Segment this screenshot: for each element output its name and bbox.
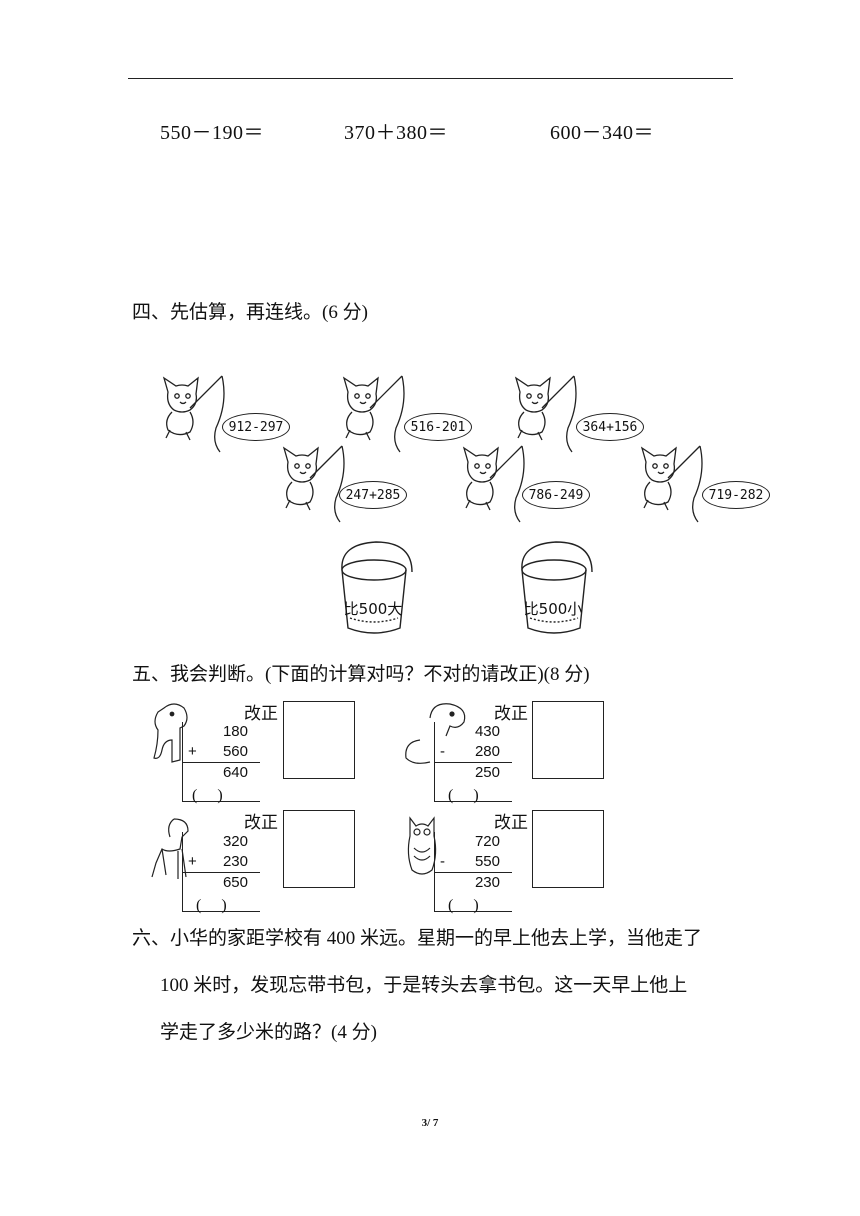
bucket-greater[interactable]: 比500大 bbox=[336, 540, 422, 638]
calc-result: 640 bbox=[182, 762, 260, 783]
calc-problem-2: 430 - 280 250 bbox=[434, 722, 512, 802]
section-4-title: 四、先估算，再连线。(6 分) bbox=[132, 302, 368, 323]
cat-fishing-2-icon bbox=[342, 375, 405, 453]
fish-expression-1[interactable]: 912-297 bbox=[222, 413, 290, 441]
equation-3: 600－340＝ bbox=[550, 122, 654, 144]
calc-operator: + bbox=[188, 853, 197, 870]
correction-label-2: 改正 bbox=[494, 704, 528, 723]
calc-bottom: 280 bbox=[474, 743, 500, 760]
correction-label-4: 改正 bbox=[494, 813, 528, 832]
bucket-icon bbox=[341, 541, 413, 634]
section-6-line-2: 100 米时，发现忘带书包，于是转头去拿书包。这一天早上他上 bbox=[160, 975, 688, 996]
fish-expression-6[interactable]: 719-282 bbox=[702, 481, 770, 509]
calc-bottom: 550 bbox=[474, 853, 500, 870]
judge-paren-2[interactable]: ( ) bbox=[448, 787, 479, 804]
horse-icon bbox=[151, 818, 189, 879]
equation-2: 370＋380＝ bbox=[344, 122, 448, 144]
calc-operator: - bbox=[440, 743, 445, 760]
bucket-label: 比500小 bbox=[523, 600, 583, 618]
fish-expression-4[interactable]: 247+285 bbox=[339, 481, 407, 509]
judge-paren-3[interactable]: ( ) bbox=[196, 897, 227, 914]
section-5-title: 五、我会判断。(下面的计算对吗？不对的请改正)(8 分) bbox=[132, 664, 590, 685]
correction-label-3: 改正 bbox=[244, 813, 278, 832]
elephant-icon bbox=[153, 703, 188, 763]
calc-bottom: 560 bbox=[222, 743, 248, 760]
bucket-label: 比500大 bbox=[343, 600, 403, 618]
calc-bottom-row: +230 bbox=[182, 852, 260, 872]
calc-result: 250 bbox=[434, 762, 512, 783]
correction-box-3[interactable] bbox=[283, 810, 355, 888]
page-number: 3/ 7 bbox=[421, 1117, 439, 1129]
calc-result: 230 bbox=[434, 872, 512, 893]
correction-label-1: 改正 bbox=[244, 704, 278, 723]
fish-expression-5[interactable]: 786-249 bbox=[522, 481, 590, 509]
calc-top: 720 bbox=[474, 833, 500, 850]
section-6-line-1: 六、小华的家距学校有 400 米远。星期一的早上他去上学，当他走了 bbox=[132, 928, 703, 949]
correction-box-2[interactable] bbox=[532, 701, 604, 779]
header-rule bbox=[128, 78, 733, 79]
calc-bottom-row: - 280 bbox=[434, 742, 512, 762]
calc-result: 650 bbox=[182, 872, 260, 893]
correction-box-1[interactable] bbox=[283, 701, 355, 779]
calc-top: 320 bbox=[222, 833, 248, 850]
cat-fishing-6-icon bbox=[640, 445, 703, 523]
cat-fishing-5-icon bbox=[462, 445, 525, 523]
owl-icon bbox=[407, 816, 437, 875]
judge-paren-4[interactable]: ( ) bbox=[448, 897, 479, 914]
section-6-line-3: 学走了多少米的路？(4 分) bbox=[160, 1022, 377, 1043]
calc-top: 180 bbox=[222, 723, 248, 740]
calc-operator: - bbox=[440, 853, 445, 870]
equation-1: 550－190＝ bbox=[160, 122, 264, 144]
cat-fishing-3-icon bbox=[514, 375, 577, 453]
calc-bottom: 230 bbox=[222, 853, 248, 870]
calc-operator: + bbox=[188, 743, 197, 760]
calc-bottom-row: +560 bbox=[182, 742, 260, 762]
cat-fishing-1-icon bbox=[162, 375, 225, 453]
calc-problem-3: 320 +230 650 bbox=[182, 832, 260, 912]
fish-expression-3[interactable]: 364+156 bbox=[576, 413, 644, 441]
calc-top: 430 bbox=[474, 723, 500, 740]
bucket-icon bbox=[521, 541, 593, 634]
judge-paren-1[interactable]: ( ) bbox=[192, 787, 223, 804]
bucket-less[interactable]: 比500小 bbox=[516, 540, 602, 638]
dog-icon bbox=[405, 703, 466, 764]
calc-problem-4: 720 - 550 230 bbox=[434, 832, 512, 912]
calc-problem-1: 180 +560 640 bbox=[182, 722, 260, 802]
fish-expression-2[interactable]: 516-201 bbox=[404, 413, 472, 441]
calc-bottom-row: - 550 bbox=[434, 852, 512, 872]
cat-fishing-4-icon bbox=[282, 445, 345, 523]
correction-box-4[interactable] bbox=[532, 810, 604, 888]
